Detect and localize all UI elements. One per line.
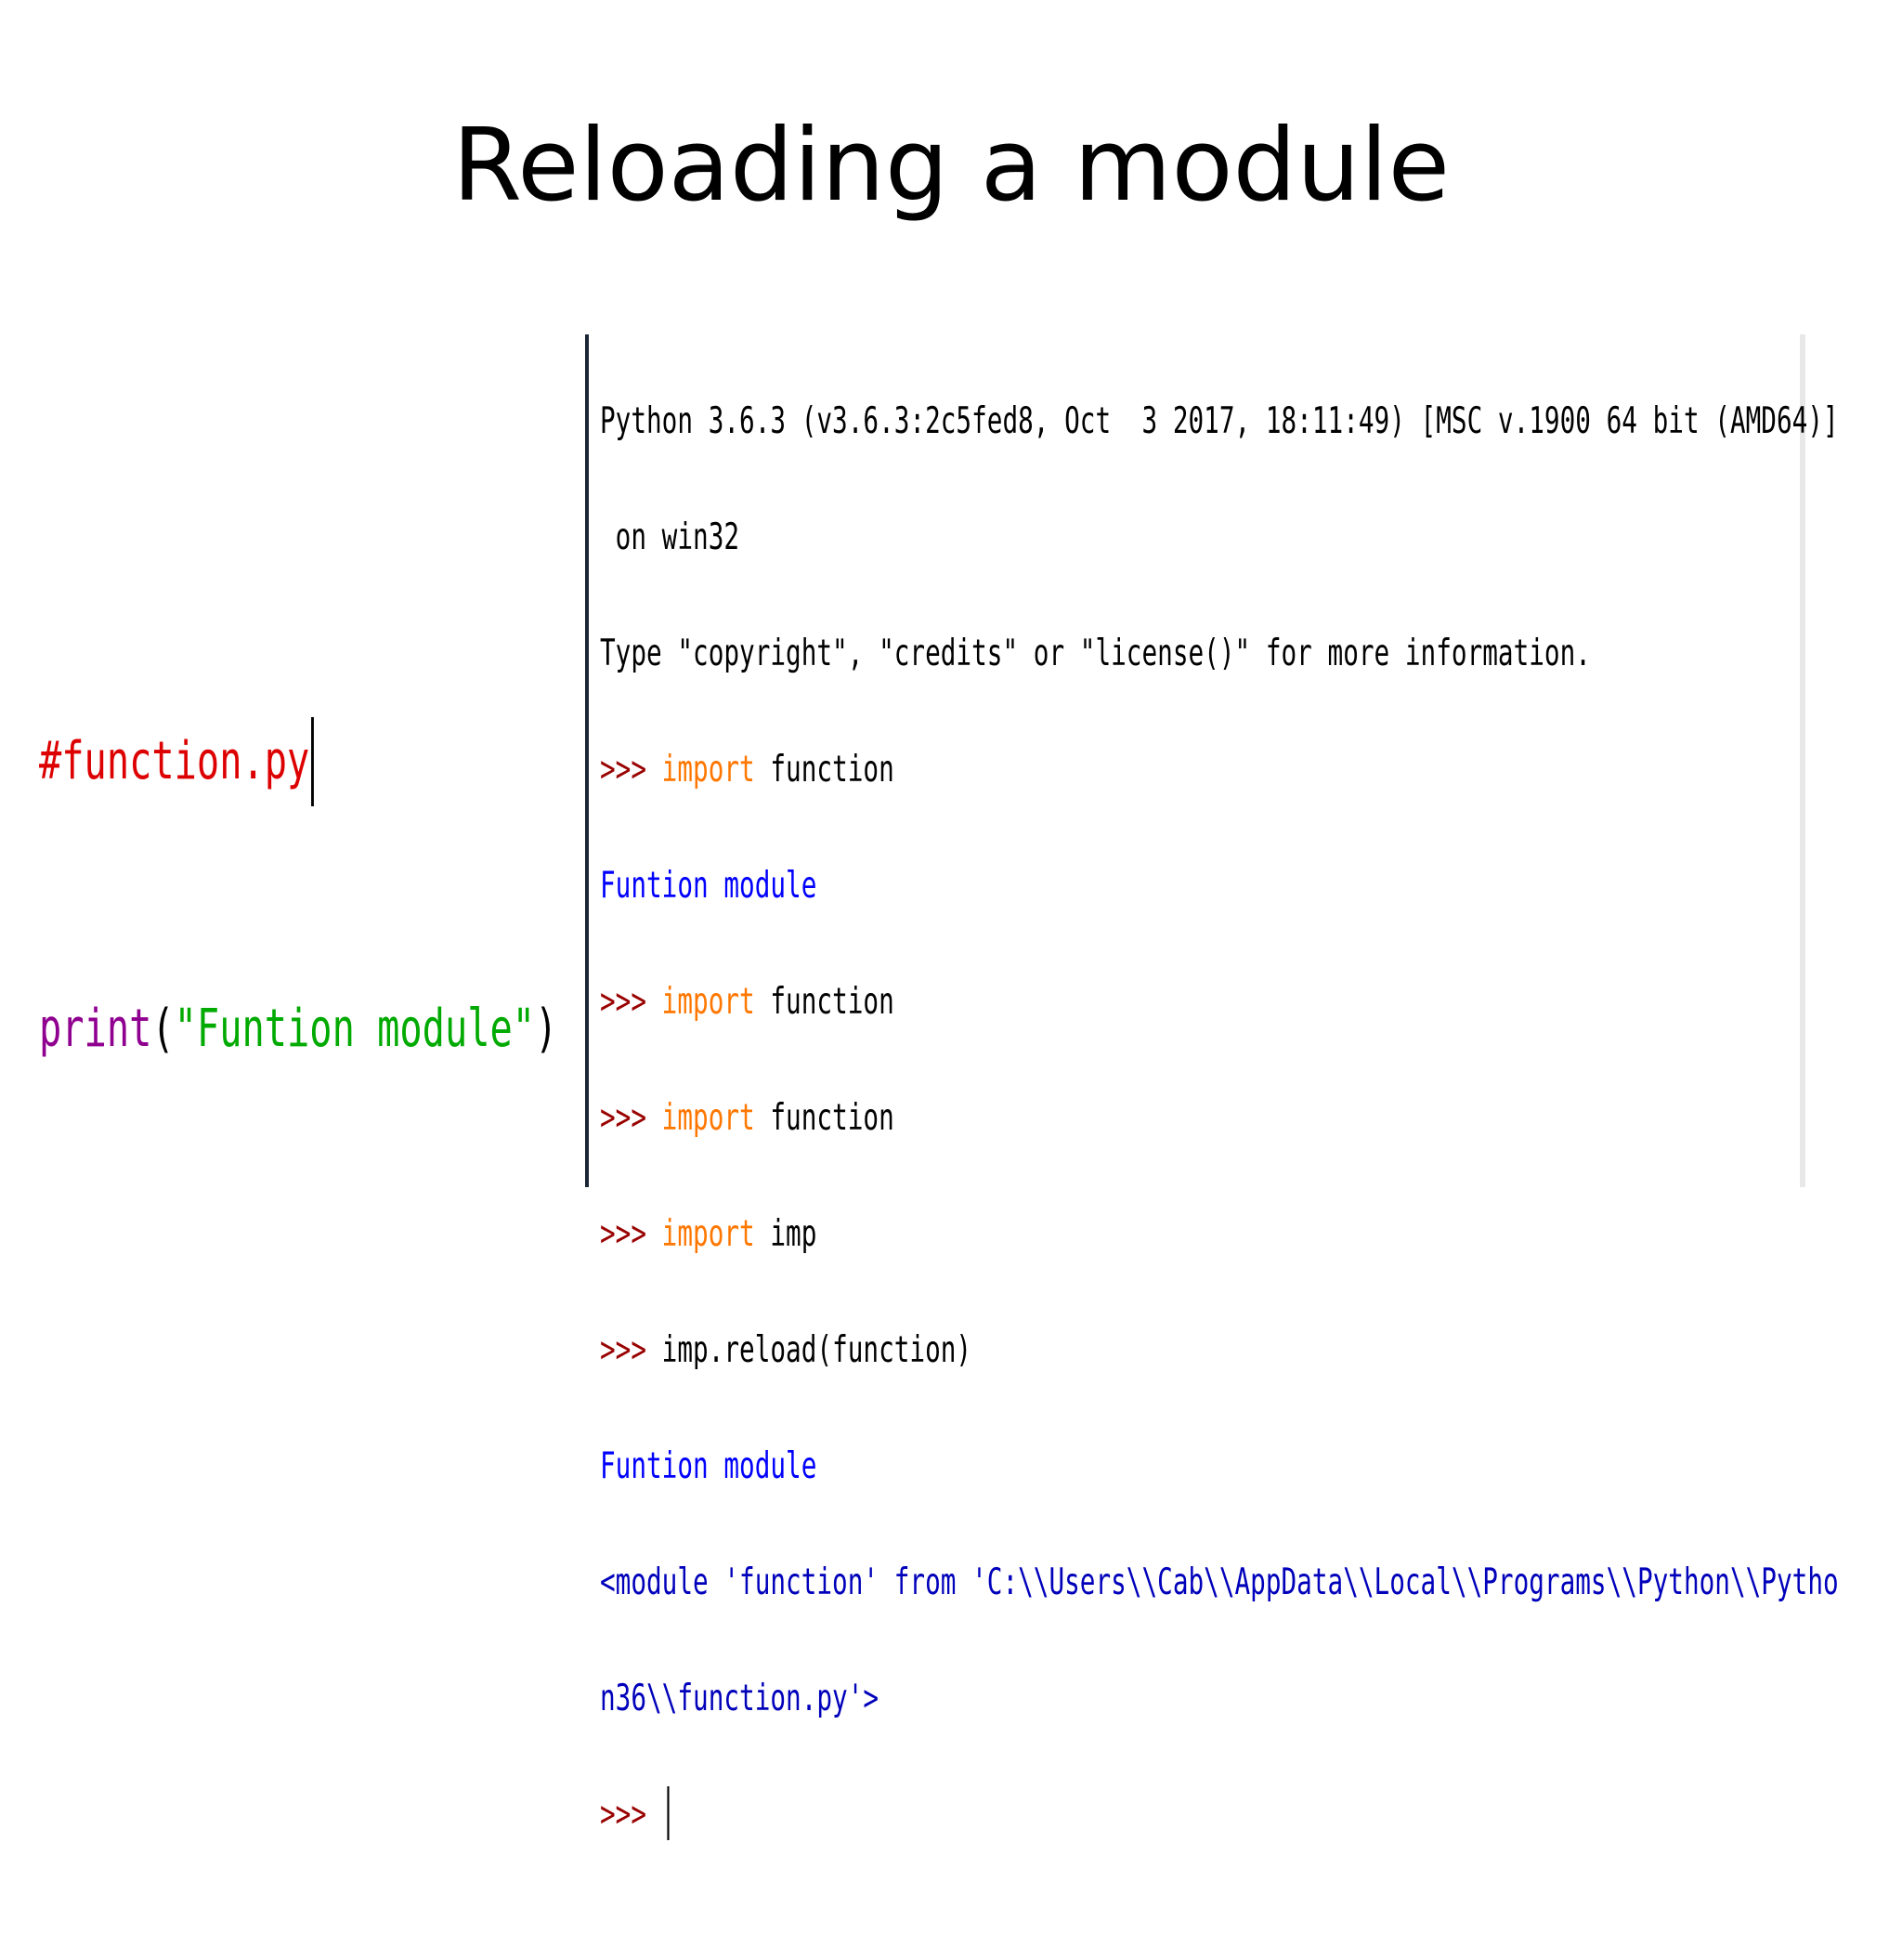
import-keyword: import [661,980,755,1023]
banner-line: Type "copyright", "credits" or "license(… [600,632,1591,674]
shell-prompt: >>> [600,748,662,791]
reload-command: imp.reload(function) [661,1328,972,1371]
editor-line-comment: #function.py [39,717,557,806]
result-line: <module 'function' from 'C:\\Users\\Cab\… [600,1561,1839,1603]
shell-prompt: >>> [600,1212,662,1255]
text-cursor [667,1785,670,1840]
import-keyword: import [661,748,755,791]
banner-line: Python 3.6.3 (v3.6.3:2c5fed8, Oct 3 2017… [600,399,1839,442]
stdout-line: Funtion module [600,1444,817,1487]
shell-command-line: >>> import function [600,1090,1839,1148]
shell-command-line: >>> import function [600,973,1839,1032]
string-literal: "Funtion module" [174,999,536,1059]
python-shell-window[interactable]: Python 3.6.3 (v3.6.3:2c5fed8, Oct 3 2017… [585,334,1839,1840]
text-cursor [310,717,314,806]
shell-prompt: >>> [600,1793,662,1836]
editor-line-print: print("Funtion module") [39,985,557,1074]
shell-command-line: >>> import imp [600,1206,1839,1264]
shell-transcript: Python 3.6.3 (v3.6.3:2c5fed8, Oct 3 2017… [600,334,1839,1960]
command-argument: function [754,748,894,791]
shell-command-line: >>> imp.reload(function) [600,1322,1839,1380]
import-keyword: import [661,1212,755,1255]
command-argument: imp [754,1212,817,1255]
shell-command-line: >>> import function [600,741,1839,800]
command-argument: function [754,1096,894,1139]
open-paren: ( [151,999,175,1059]
import-keyword: import [661,1096,755,1139]
file-name-comment: #function.py [39,731,310,791]
close-paren: ) [535,999,558,1059]
print-builtin: print [39,999,152,1059]
shell-prompt: >>> [600,1096,662,1139]
banner-line: on win32 [600,516,740,558]
stdout-line: Funtion module [600,864,817,907]
command-argument: function [754,980,894,1023]
editor-snippet: #function.py print("Funtion module") [39,539,557,1163]
shell-prompt: >>> [600,980,662,1023]
shell-prompt: >>> [600,1328,662,1371]
slide-title: Reloading a module [451,108,1451,224]
result-line: n36\\function.py'> [600,1677,879,1719]
shell-input-line[interactable]: >>> [600,1785,1839,1845]
